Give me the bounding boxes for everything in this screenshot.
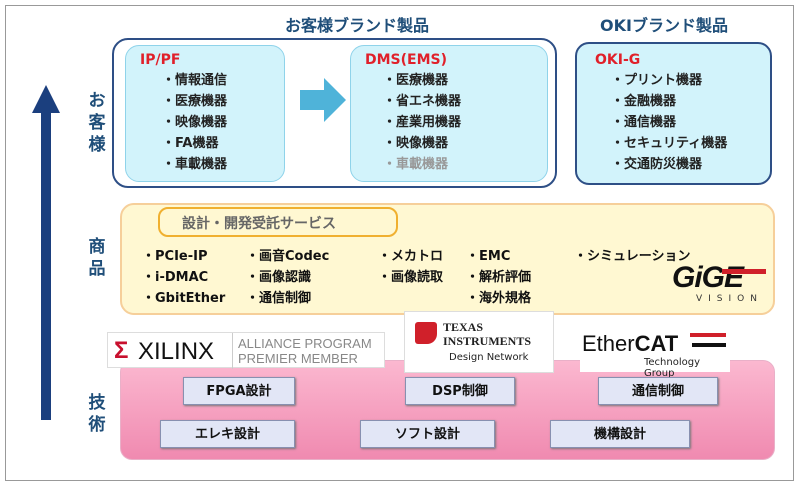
service-item: 解析評価: [479, 270, 532, 285]
service-title: 設計・開発受託サービス: [158, 207, 398, 237]
service-item: i-DMAC: [155, 270, 209, 285]
tech-dsp: DSP制御: [405, 377, 515, 405]
gige-vision-logo: GiGE VISION: [672, 262, 772, 312]
service-item: シミュレーション: [587, 249, 691, 264]
list-item: 医療機器: [383, 70, 547, 91]
service-item: 画像認識: [259, 270, 312, 285]
tech-mech: 機構設計: [550, 420, 690, 448]
side-label-tech: 技術: [88, 393, 106, 435]
service-item: 通信制御: [259, 291, 312, 306]
service-column: ・シミュレーション: [574, 249, 691, 264]
side-label-product: 商品: [88, 237, 106, 279]
list-item: 映像機器: [383, 133, 547, 154]
tech-comm: 通信制御: [598, 377, 718, 405]
box-title: DMS(EMS): [365, 52, 448, 68]
service-column: ・PCIe-IP ・i-DMAC ・GbitEther: [142, 249, 226, 306]
ethercat-text: Ether: [582, 331, 635, 356]
list-item: 車載機器: [162, 154, 284, 175]
tech-soft: ソフト設計: [360, 420, 495, 448]
service-column: ・EMC ・解析評価 ・海外規格: [466, 249, 532, 306]
ti-text: TEXAS: [443, 320, 484, 334]
service-column: ・画音Codec ・画像認識 ・通信制御: [246, 249, 330, 306]
ethercat-text: CAT: [634, 331, 679, 356]
xilinx-sub: ALLIANCE PROGRAM: [238, 336, 372, 351]
list-item: FA機器: [162, 133, 284, 154]
service-item: メカトロ: [391, 249, 444, 264]
list-item: 車載機器: [383, 154, 547, 175]
tech-elec: エレキ設計: [160, 420, 295, 448]
list-item: 医療機器: [162, 91, 284, 112]
customer-brand-header: お客様ブランド製品: [285, 16, 430, 35]
customer-brand-group: [112, 38, 557, 188]
service-column: ・メカトロ ・画像読取: [378, 249, 444, 285]
gige-sub: VISION: [696, 294, 763, 304]
list-item: 産業用機器: [383, 112, 547, 133]
box-title: OKI-G: [595, 52, 641, 68]
up-arrow-icon: [32, 85, 60, 420]
xilinx-sub: PREMIER MEMBER: [238, 351, 358, 366]
service-item: 画像読取: [391, 270, 444, 285]
gige-text: GiGE: [672, 261, 744, 294]
dms-box: DMS(EMS) 医療機器 省エネ機器 産業用機器 映像機器 車載機器: [350, 45, 548, 182]
box-title: IP/PF: [140, 52, 181, 68]
list-item: 省エネ機器: [383, 91, 547, 112]
ethercat-logo: EtherCAT Technology Group: [580, 327, 730, 379]
okig-box: OKI-G プリント機器 金融機器 通信機器 セキュリティ機器 交通防災機器: [575, 42, 772, 185]
list-item: プリント機器: [611, 70, 770, 91]
list-item: 交通防災機器: [611, 154, 770, 175]
service-item: EMC: [479, 249, 511, 264]
list-item: セキュリティ機器: [611, 133, 770, 154]
list-item: 情報通信: [162, 70, 284, 91]
service-item: PCIe-IP: [155, 249, 208, 264]
ti-text: INSTRUMENTS: [443, 334, 532, 348]
ethercat-sub: Technology Group: [644, 357, 701, 379]
oki-brand-header: OKIブランド製品: [600, 16, 728, 35]
service-item: GbitEther: [155, 291, 226, 306]
ti-sub: Design Network: [449, 352, 529, 363]
service-item: 画音Codec: [259, 249, 330, 264]
service-item: 海外規格: [479, 291, 532, 306]
list-item: 映像機器: [162, 112, 284, 133]
side-label-customer: お客様: [88, 91, 106, 155]
ippf-box: IP/PF 情報通信 医療機器 映像機器 FA機器 車載機器: [125, 45, 285, 182]
list-item: 通信機器: [611, 112, 770, 133]
frame: [5, 5, 794, 481]
right-arrow-icon: [300, 78, 346, 122]
xilinx-text: XILINX: [138, 338, 215, 365]
list-item: 金融機器: [611, 91, 770, 112]
tech-fpga: FPGA設計: [183, 377, 295, 405]
